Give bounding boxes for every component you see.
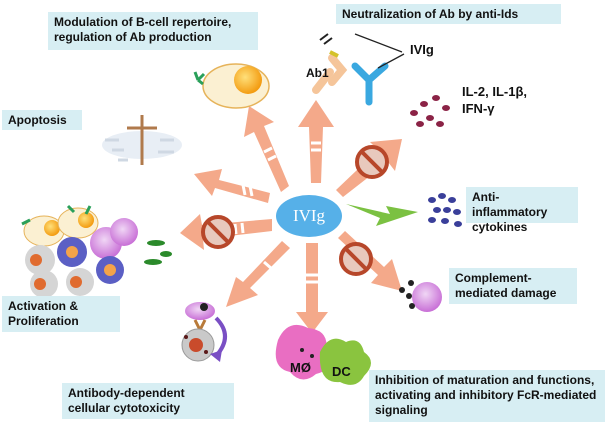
activation-cells-icon <box>21 204 172 298</box>
cytokine-dots-red <box>410 95 450 127</box>
arrow-left-apoptosis <box>194 169 270 203</box>
arrow-up-left <box>244 106 289 192</box>
box-neutralization: Neutralization of Ab by anti-Ids <box>336 4 561 24</box>
label-cytokines-line1: IL-2, IL-1β, <box>462 84 527 99</box>
prohibited-icon-left <box>201 215 235 249</box>
lightning-bolt-icon <box>346 204 418 226</box>
cytokine-dots-blue <box>428 193 462 227</box>
arrow-stripes <box>233 141 321 284</box>
center-ivig-node: IVIg <box>276 195 342 237</box>
box-inhibition: Inhibition of maturation and functions, … <box>369 370 605 422</box>
label-ivig-small: IVIg <box>410 42 434 57</box>
box-anti-inflammatory: Anti-inflammatory cytokines <box>466 187 578 234</box>
arrow-down <box>296 243 328 333</box>
complement-cell-icon <box>399 280 442 312</box>
adcc-icon <box>181 302 227 362</box>
arrow-down-left <box>226 241 290 307</box>
antibody-neutralization-icon <box>312 33 405 106</box>
box-adcc: Antibody-dependent cellular cytotoxicity <box>62 383 234 419</box>
label-macrophage: MØ <box>290 360 311 375</box>
label-dc: DC <box>332 364 351 379</box>
macrophage-dc-icon <box>275 324 371 385</box>
prohibited-icon-upper-right <box>355 145 389 179</box>
label-cytokines-line2: IFN-γ <box>462 101 495 116</box>
label-ab1: Ab1 <box>306 66 329 80</box>
box-apoptosis: Apoptosis <box>2 110 82 130</box>
prohibited-icon-lower-right <box>339 242 373 276</box>
box-modulation: Modulation of B-cell repertoire, regulat… <box>48 12 258 50</box>
box-complement: Complement-mediated damage <box>449 268 577 304</box>
box-activation: Activation & Proliferation <box>2 296 120 332</box>
b-cell-icon <box>193 63 270 109</box>
apoptosis-cross-icon <box>102 115 182 165</box>
